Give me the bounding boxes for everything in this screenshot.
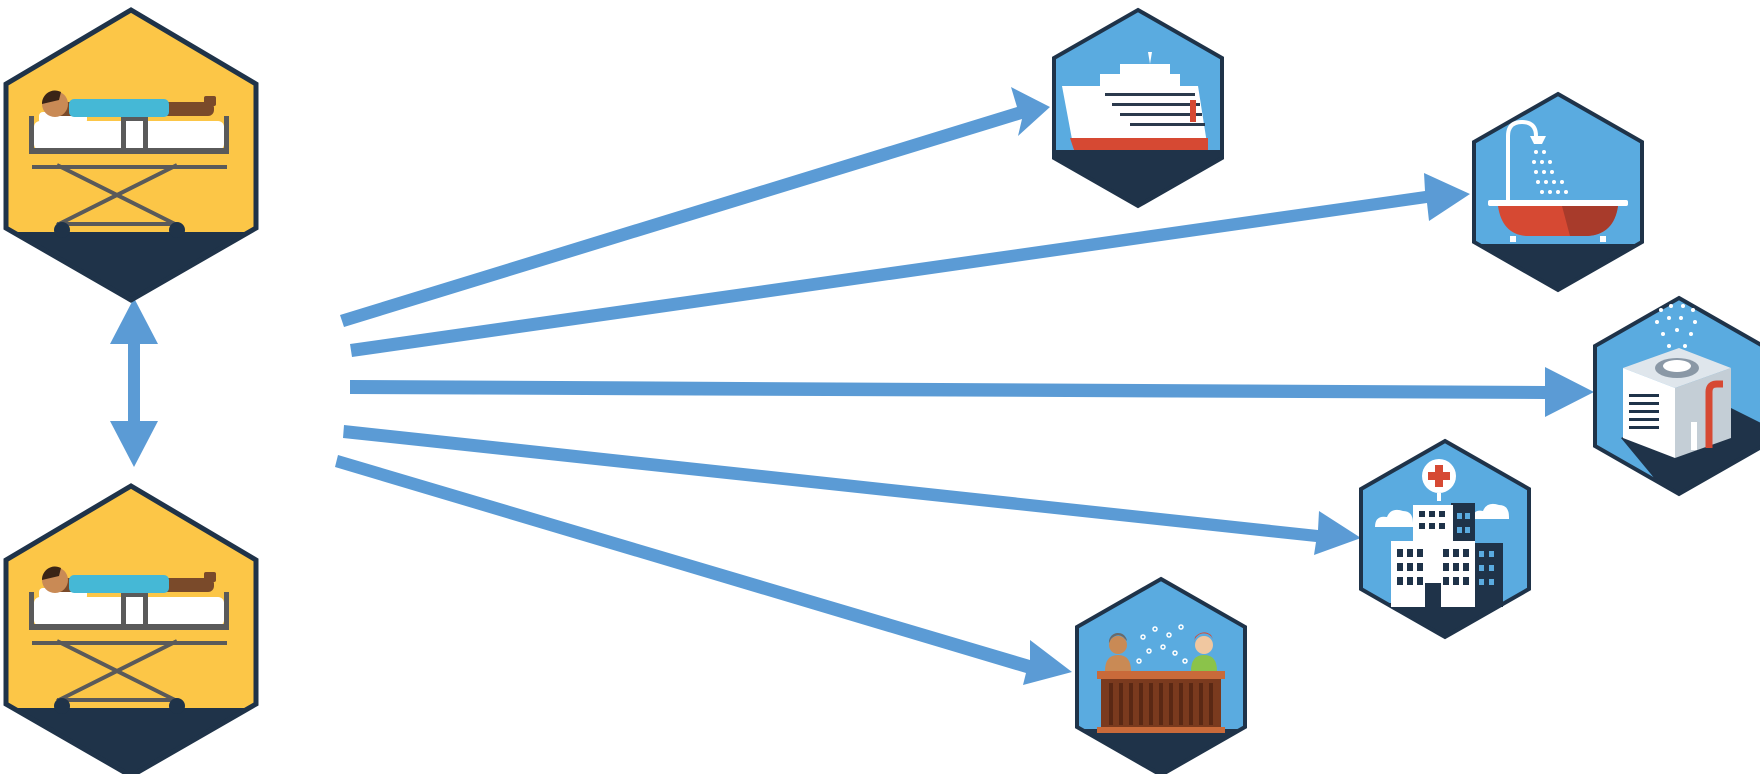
arrow-to-hot-tub	[335, 455, 1072, 685]
arrow-to-hospital	[343, 425, 1361, 555]
arrow-to-cooling-tower	[350, 367, 1594, 417]
shower-bathtub-icon	[1488, 119, 1628, 242]
patient-on-stretcher-icon	[29, 566, 229, 714]
arrows-group	[110, 87, 1594, 685]
arrow-to-shower-bathtub	[350, 173, 1470, 357]
node-cooling-tower	[1593, 295, 1760, 497]
node-hospital	[1359, 438, 1531, 640]
cruise-ship-icon	[1062, 52, 1208, 150]
node-cruise-ship	[1052, 7, 1224, 209]
arrow-patient-bidirectional	[110, 298, 158, 467]
node-shower-bathtub	[1472, 91, 1644, 293]
cooling-tower-icon	[1623, 304, 1731, 458]
node-patient-top	[3, 7, 259, 303]
patient-on-stretcher-icon	[29, 90, 229, 238]
hot-tub-icon	[1097, 624, 1225, 733]
arrow-to-cruise-ship	[340, 87, 1050, 327]
hospital-building-icon	[1375, 459, 1509, 607]
node-patient-bottom	[3, 483, 259, 774]
node-hot-tub	[1075, 576, 1247, 774]
